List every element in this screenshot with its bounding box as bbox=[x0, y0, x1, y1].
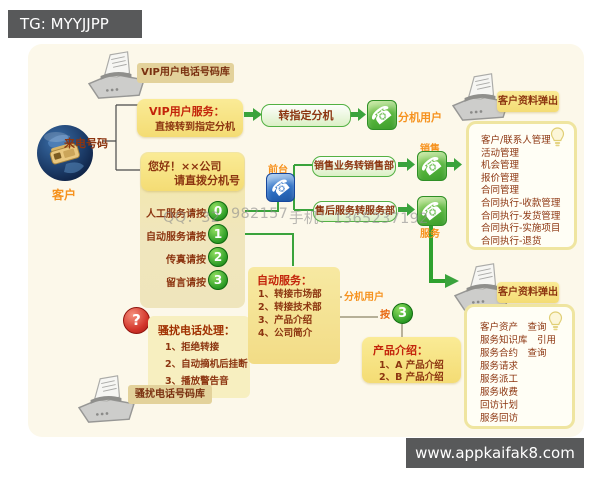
key-2-circle: 2 bbox=[208, 247, 228, 267]
crm-list-item: 客户/联系人管理 bbox=[481, 135, 551, 146]
crm-list-item: 合同管理 bbox=[481, 185, 520, 197]
crm-list-item: 报价管理 bbox=[481, 172, 520, 184]
transfer-direct-box: 转指定分机 bbox=[261, 104, 351, 127]
product-intro-box: 产品介绍： 1、A 产品介绍 2、B 产品介绍 bbox=[362, 337, 461, 383]
auto-service-item: 1、转接市场部 bbox=[258, 289, 322, 300]
popup-label-bottom: 客户资料弹出 bbox=[497, 282, 559, 303]
popup-label-top: 客户资料弹出 bbox=[497, 91, 559, 112]
header-tag: TG: MYYJJPP bbox=[8, 10, 142, 38]
phone-glyph: ☎ bbox=[266, 173, 295, 202]
auto-service-item: 3、产品介绍 bbox=[258, 315, 313, 326]
customer-label: 客户 bbox=[52, 188, 77, 202]
crm-list-item: 活动管理 bbox=[481, 147, 520, 159]
crm-list-item: 合同执行-实施项目 bbox=[481, 223, 561, 235]
caller-number-label: 来电号码 bbox=[64, 137, 108, 150]
extension-user-label-top: 分机用户 bbox=[398, 111, 442, 124]
question-icon: ? bbox=[123, 307, 150, 334]
auto-service-item: 2、转接技术部 bbox=[258, 302, 322, 313]
greeting-line1: 您好！××公司 bbox=[148, 160, 222, 173]
harass-phone-db-label: 骚扰电话号码库 bbox=[128, 385, 212, 404]
extension-user-label-mid: 分机用户 bbox=[344, 292, 384, 303]
greeting-line2: 请直拨分机号 bbox=[174, 174, 240, 187]
product-intro-item: 1、A 产品介绍 bbox=[379, 360, 444, 371]
key-0-circle: 0 bbox=[208, 201, 228, 221]
harassment-item: 2、自动摘机后挂断 bbox=[165, 359, 248, 370]
service-list-item: 服务派工 bbox=[480, 374, 519, 385]
reception-label: 前台 bbox=[268, 165, 288, 176]
vip-service-box: VIP用户服务： 直接转到指定分机 bbox=[137, 99, 243, 137]
service-list-item: 服务知识库 引用 bbox=[480, 335, 557, 346]
extension-phone-icon: ☎ bbox=[366, 99, 398, 131]
service-list-item: 客户资产 查询 bbox=[480, 322, 547, 333]
press-label: 按 bbox=[380, 310, 390, 321]
phone-glyph: ☎ bbox=[366, 99, 398, 131]
phone-glyph: ☎ bbox=[416, 150, 448, 182]
service-list-item: 服务回访 bbox=[480, 413, 519, 424]
crm-list-item: 合同执行-发货管理 bbox=[481, 210, 561, 222]
greeting-box: 您好！××公司 请直拨分机号 bbox=[141, 153, 244, 191]
footer-site-bar: www.appkaifak8.com bbox=[406, 438, 584, 468]
sales-phone-icon: ☎ bbox=[416, 150, 448, 182]
auto-service-box: 自动服务： 1、转接市场部 2、转接技术部 3、产品介绍 4、公司简介 bbox=[248, 267, 340, 364]
press-3-circle: 3 bbox=[392, 303, 413, 324]
service-transfer-box: 售后服务转服务部 bbox=[313, 201, 397, 222]
crm-popup-list: 客户/联系人管理 活动管理 机会管理 报价管理 合同管理 合同执行-收款管理 合… bbox=[466, 121, 577, 250]
harassment-item: 3、播放警告音 bbox=[165, 376, 229, 387]
product-intro-item: 2、B 产品介绍 bbox=[379, 372, 444, 383]
harassment-item: 1、拒绝转接 bbox=[165, 342, 220, 353]
ivr-item-operator: 人工服务请按 bbox=[146, 209, 206, 220]
service-list-item: 服务收费 bbox=[480, 387, 519, 398]
vip-service-desc: 直接转到指定分机 bbox=[155, 122, 235, 133]
service-list-item: 服务请求 bbox=[480, 361, 519, 372]
harassment-box: 骚扰电话处理： 1、拒绝转接 2、自动摘机后挂断 3、播放警告音 bbox=[148, 316, 250, 398]
service-list-item: 回访计划 bbox=[480, 400, 519, 411]
sales-label: 销售 bbox=[420, 144, 440, 155]
reception-phone-icon: ☎ bbox=[266, 173, 295, 202]
harassment-title: 骚扰电话处理： bbox=[158, 324, 235, 337]
vip-phone-db-label: VIP用户电话号码库 bbox=[137, 63, 234, 83]
crm-list-item: 机会管理 bbox=[481, 160, 520, 172]
auto-service-item: 4、公司简介 bbox=[258, 328, 313, 339]
service-phone-icon: ☎ bbox=[417, 196, 448, 226]
watermark-mobile: 手机：1365237192 bbox=[289, 211, 429, 227]
service-list-item: 服务合约 查询 bbox=[480, 348, 547, 359]
product-intro-title: 产品介绍： bbox=[373, 344, 428, 357]
customer-globe-phone-icon bbox=[37, 125, 93, 181]
vip-service-title: VIP用户服务： bbox=[149, 105, 225, 118]
key-1-circle: 1 bbox=[208, 224, 228, 244]
crm-list-item: 合同执行-收款管理 bbox=[481, 197, 561, 209]
key-3-circle: 3 bbox=[208, 270, 228, 290]
ivr-item-fax: 传真请按 bbox=[166, 255, 206, 266]
ivr-item-auto: 自动服务请按 bbox=[146, 232, 206, 243]
watermark-qq-digits: 982157 bbox=[231, 206, 289, 222]
service-label: 服务 bbox=[420, 229, 440, 240]
crm-list-item: 合同执行-退货 bbox=[481, 235, 542, 247]
ivr-item-message: 留言请按 bbox=[166, 278, 206, 289]
sales-transfer-box: 销售业务转销售部 bbox=[312, 156, 396, 177]
watermark-qq: QQ：32 bbox=[163, 210, 221, 226]
auto-service-title: 自动服务： bbox=[257, 274, 312, 287]
service-popup-list: 客户资产 查询 服务知识库 引用 服务合约 查询 服务请求 服务派工 服务收费 … bbox=[464, 304, 575, 429]
